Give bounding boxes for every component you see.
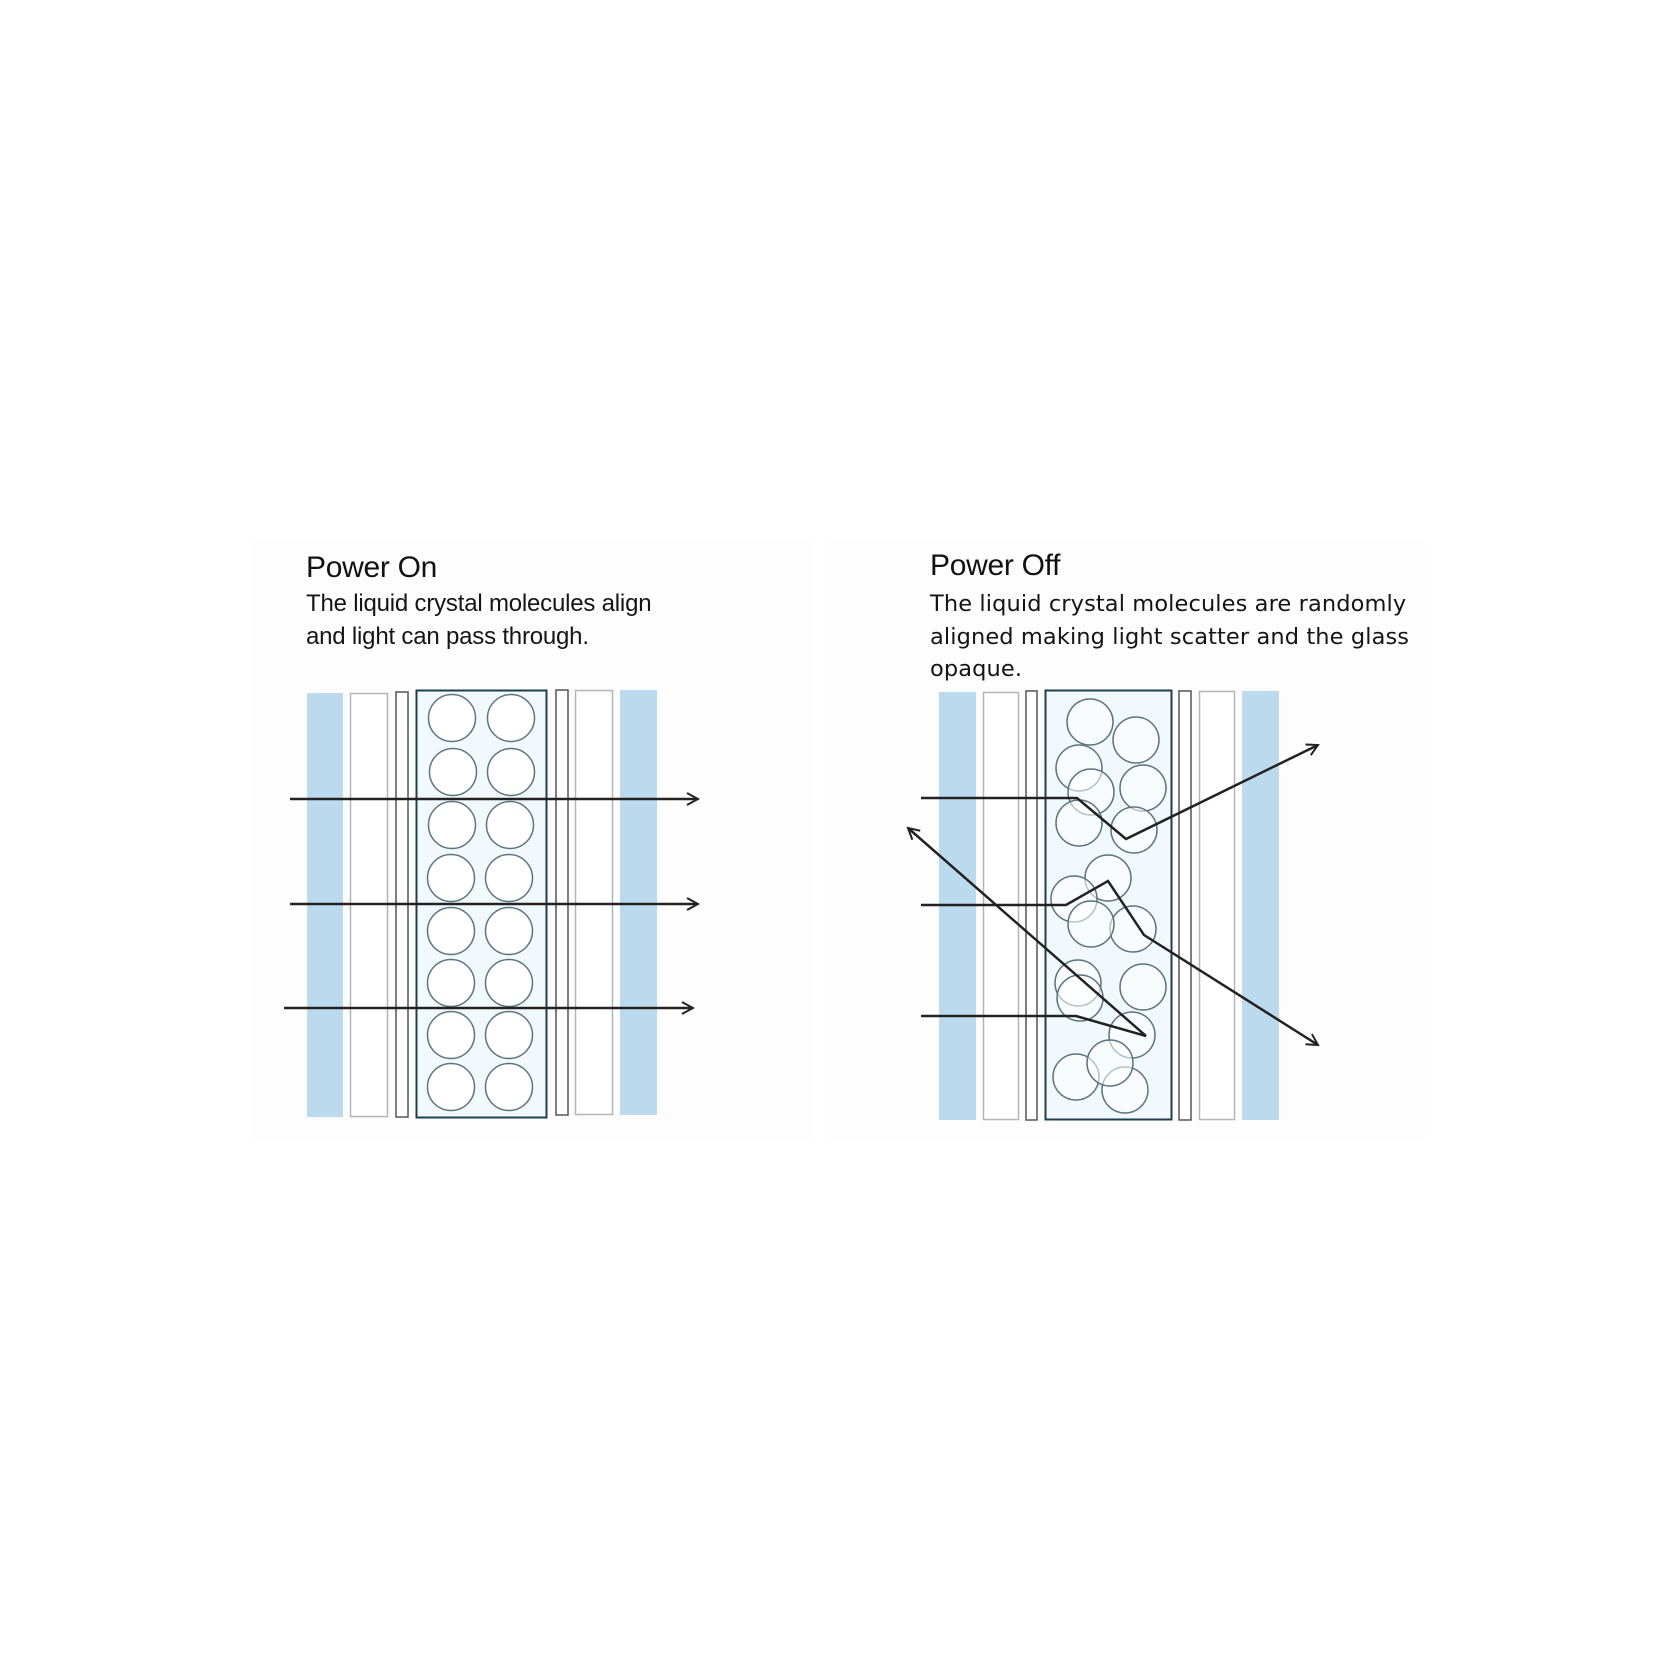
aligned-molecules — [426, 693, 536, 1112]
power-on-title: Power On — [306, 551, 437, 584]
glass-layer-right — [620, 690, 657, 1115]
power-on-diagram — [284, 689, 698, 1119]
power-off-description-line: aligned making light scatter and the gla… — [930, 623, 1410, 650]
power-off-title: Power Off — [930, 549, 1061, 582]
glass-layer-right — [1242, 691, 1279, 1120]
power-on-description-line: and light can pass through. — [306, 622, 589, 650]
film-layer-right — [1198, 690, 1236, 1121]
power-off-description-line: The liquid crystal molecules are randoml… — [930, 591, 1407, 617]
light-rays-scattered — [908, 745, 1318, 1045]
light-rays-pass-through — [284, 799, 698, 1008]
scattered-ray-arrow-icon — [908, 828, 1147, 1038]
film-layer-right — [574, 689, 614, 1116]
power-on-description: The liquid crystal molecules align and l… — [306, 588, 652, 653]
electrode-layer-right — [1178, 690, 1192, 1121]
scattered-ray-arrow-icon — [921, 745, 1318, 841]
power-off-diagram — [908, 689, 1318, 1121]
power-off-description: The liquid crystal molecules are randoml… — [930, 588, 1409, 686]
electrode-layer-right — [555, 689, 569, 1116]
random-molecules — [1050, 698, 1167, 1114]
power-off-description-line: opaque. — [930, 656, 1023, 682]
power-on-description-line: The liquid crystal molecules align — [306, 590, 652, 617]
scattered-ray-arrow-icon — [921, 879, 1318, 1045]
